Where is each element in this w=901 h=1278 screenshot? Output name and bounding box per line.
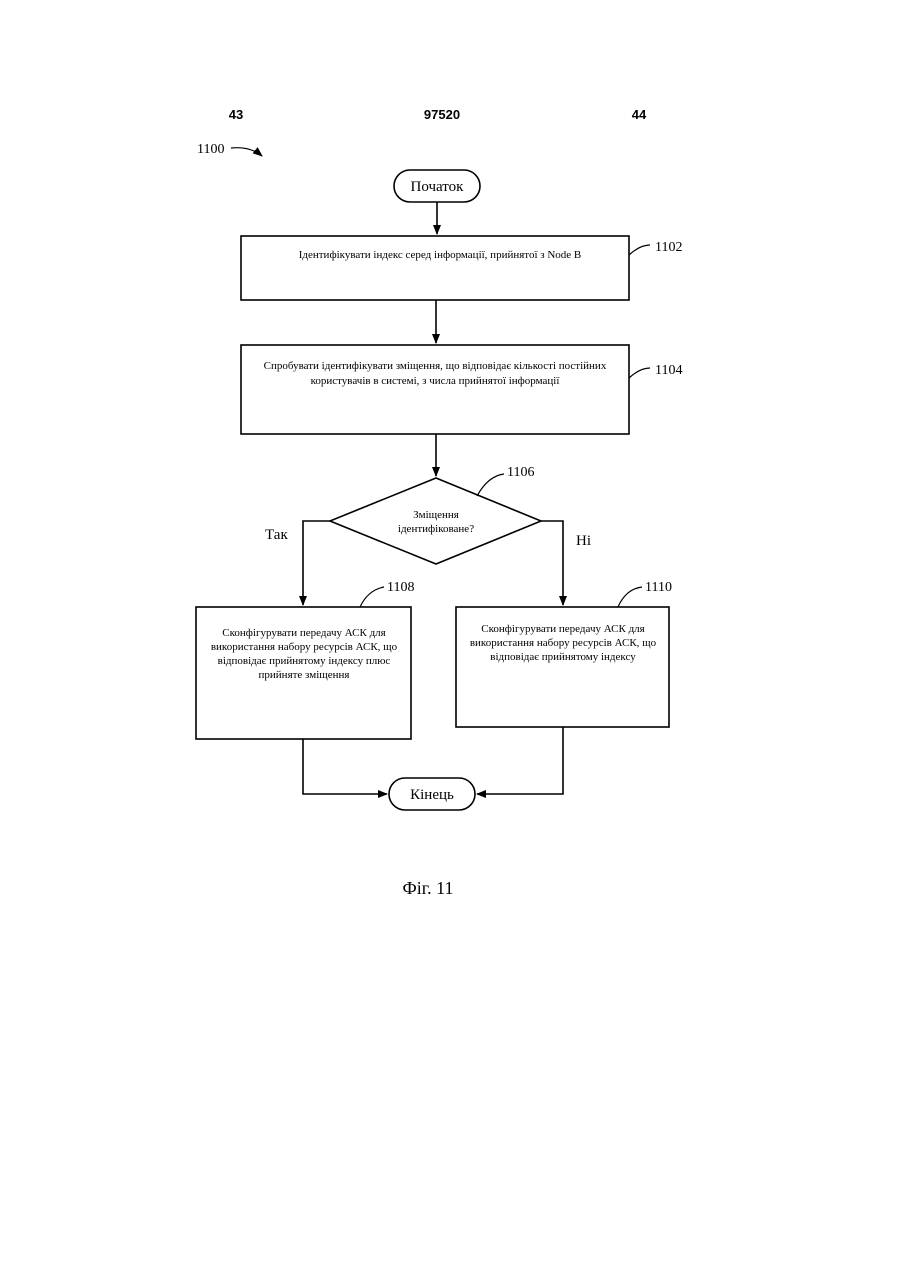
decision-1106-line-2: ідентифіковане? (398, 523, 474, 535)
arrow-1110-to-end (477, 727, 563, 794)
step-1104-line-2: користувачів в системі, з числа прийнято… (311, 375, 561, 387)
step-1108-line-3: відповідає прийнятому індексу плюс (218, 655, 391, 667)
step-1108-line-1: Сконфігурувати передачу АСК для (222, 627, 385, 639)
left-page-number: 43 (229, 107, 243, 122)
figure-ref-label: 1100 (197, 142, 224, 157)
decision-1106-ref: 1106 (507, 465, 534, 480)
figure-ref-arrow (231, 148, 262, 156)
decision-1106-line-1: Зміщення (413, 509, 459, 521)
step-1102-text: Ідентифікувати індекс серед інформації, … (299, 249, 582, 261)
arrow-no-to-1110 (541, 521, 563, 605)
decision-1106-diamond (330, 478, 541, 564)
step-1108-leader (360, 587, 384, 607)
step-1110-line-3: відповідає прийнятому індексу (490, 651, 636, 663)
right-page-number: 44 (632, 107, 647, 122)
step-1104-leader (629, 368, 650, 378)
decision-1106-leader (477, 474, 504, 496)
step-1108-ref: 1108 (387, 580, 414, 595)
no-branch-label: Ні (576, 533, 591, 549)
yes-branch-label: Так (265, 527, 288, 543)
start-label: Початок (411, 179, 465, 195)
step-1102-box (241, 236, 629, 300)
step-1104-box (241, 345, 629, 434)
step-1110-line-2: використання набору ресурсів АСК, що (470, 637, 657, 649)
step-1102-ref: 1102 (655, 240, 682, 255)
figure-caption: Фіг. 11 (403, 878, 454, 898)
step-1110-leader (618, 587, 642, 607)
patent-number: 97520 (424, 107, 460, 122)
step-1110-line-1: Сконфігурувати передачу АСК для (481, 623, 644, 635)
step-1110-ref: 1110 (645, 580, 672, 595)
step-1104-line-1: Спробувати ідентифікувати зміщення, що в… (264, 360, 607, 372)
step-1108-line-2: використання набору ресурсів АСК, що (211, 641, 398, 653)
end-label: Кінець (410, 787, 454, 803)
step-1108-line-4: прийняте зміщення (259, 669, 350, 681)
arrow-1108-to-end (303, 739, 387, 794)
step-1102-leader (629, 245, 650, 255)
step-1104-ref: 1104 (655, 363, 682, 378)
arrow-yes-to-1108 (303, 521, 330, 605)
